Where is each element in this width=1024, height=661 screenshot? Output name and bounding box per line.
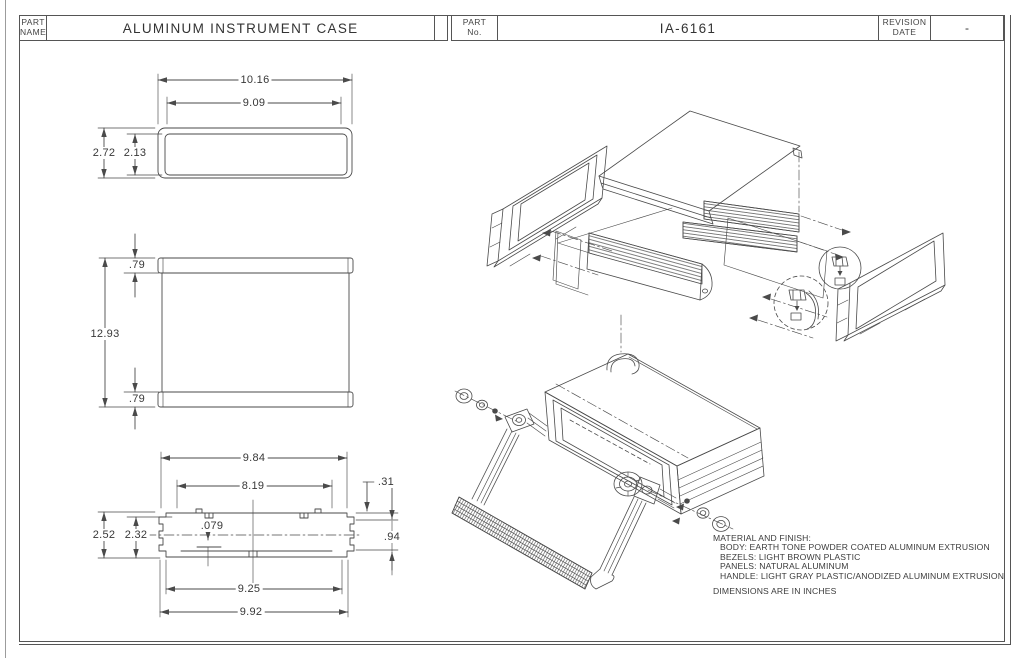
dim-front-inner-height: 2.13 bbox=[121, 147, 149, 159]
note-handle: HANDLE: LIGHT GRAY PLASTIC/ANODIZED ALUM… bbox=[720, 570, 1005, 581]
dim-section-side-height: .94 bbox=[381, 531, 403, 543]
dim-section-wall-thickness: .079 bbox=[198, 520, 226, 532]
assembled-view bbox=[451, 353, 765, 590]
part-name-label: PART NAME bbox=[20, 16, 48, 40]
title-block-spacer-cell bbox=[434, 16, 447, 40]
part-no-value: IA-6161 bbox=[659, 20, 717, 36]
part-no-label: PART No. bbox=[452, 16, 498, 40]
dim-section-outer-height: 2.52 bbox=[90, 529, 118, 541]
dim-front-outer-height: 2.72 bbox=[90, 147, 118, 159]
dim-front-outer-width: 10.16 bbox=[238, 74, 272, 86]
material-notes: MATERIAL AND FINISH: BODY: EARTH TONE PO… bbox=[713, 533, 1005, 597]
note-body: BODY: EARTH TONE POWDER COATED ALUMINUM … bbox=[720, 542, 990, 553]
drawing-border-outer-bottom bbox=[19, 644, 1011, 645]
part-name-value: ALUMINUM INSTRUMENT CASE bbox=[122, 20, 359, 36]
drawing-border-outer-right bbox=[1010, 15, 1011, 645]
dim-section-outer-bottom-width: 9.92 bbox=[237, 606, 265, 618]
dim-section-inner-width: 8.19 bbox=[239, 480, 267, 492]
dim-side-bottom-lip: .79 bbox=[126, 393, 148, 405]
front-view bbox=[97, 73, 353, 179]
title-block-name: PART NAME ALUMINUM INSTRUMENT CASE bbox=[19, 15, 448, 41]
side-view bbox=[98, 233, 354, 430]
dim-section-lip-depth: .31 bbox=[375, 476, 397, 488]
dim-section-inner-height: 2.32 bbox=[122, 529, 150, 541]
material-heading: MATERIAL AND FINISH: bbox=[713, 533, 812, 543]
revision-date-value: - bbox=[930, 16, 1003, 40]
paper-edge-line bbox=[5, 0, 6, 658]
units-note: DIMENSIONS ARE IN INCHES bbox=[713, 586, 837, 597]
dim-section-inner-bottom-width: 9.25 bbox=[235, 583, 263, 595]
dim-front-inner-width: 9.09 bbox=[240, 97, 268, 109]
revision-date-label: REVISION DATE bbox=[878, 16, 930, 40]
dim-side-overall-depth: 12.93 bbox=[88, 328, 122, 340]
title-block-number: PART No. IA-6161 REVISION DATE - bbox=[451, 15, 1004, 41]
exploded-view bbox=[486, 110, 946, 375]
note-panels: PANELS: NATURAL ALUMINUM bbox=[720, 561, 849, 572]
dim-side-top-lip: .79 bbox=[126, 259, 148, 271]
note-bezels: BEZELS: LIGHT BROWN PLASTIC bbox=[720, 551, 861, 562]
dim-section-top-width: 9.84 bbox=[240, 452, 268, 464]
